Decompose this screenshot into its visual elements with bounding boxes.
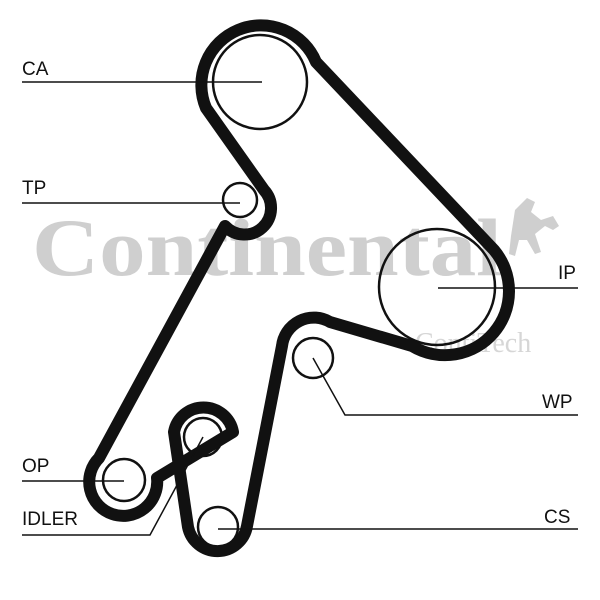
watermark: Continental ContiTech [32, 198, 559, 359]
label-ca: CA [22, 59, 49, 80]
pulley-op [101, 457, 147, 503]
pulley-ip [377, 227, 497, 347]
label-idler: IDLER [22, 509, 78, 530]
label-tp: TP [22, 178, 46, 199]
label-cs: CS [544, 507, 570, 528]
label-op: OP [22, 456, 49, 477]
label-ip: IP [558, 263, 576, 284]
pulley-wp [291, 336, 335, 380]
labels: CA TP IP WP OP IDLER CS [22, 59, 576, 530]
pulley-tp [221, 181, 259, 219]
timing-belt [83, 19, 515, 558]
leader-lines [22, 81, 578, 536]
label-wp: WP [542, 392, 573, 413]
horse-logo-icon [509, 198, 559, 256]
